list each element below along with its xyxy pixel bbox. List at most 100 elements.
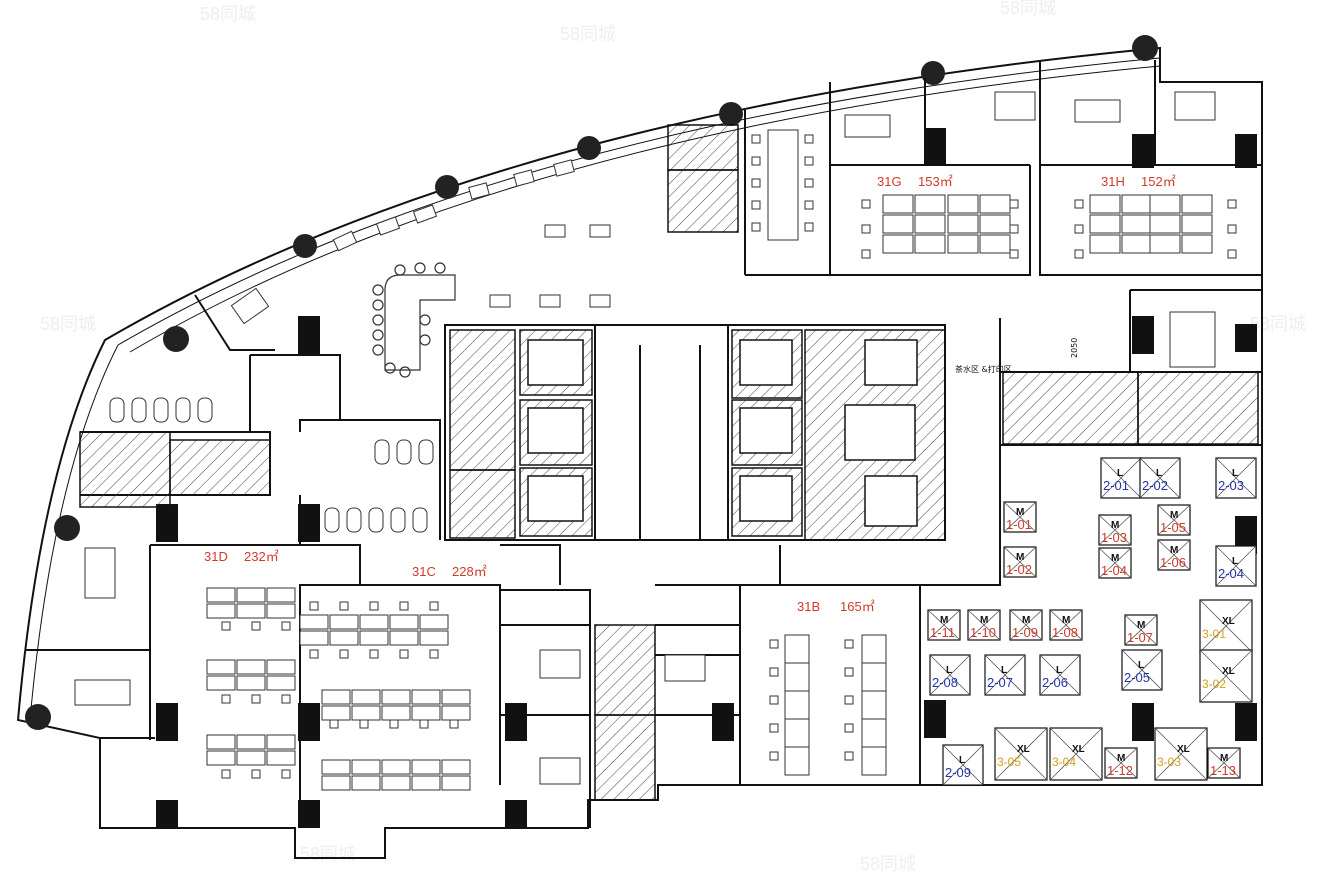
- chair: [369, 649, 379, 659]
- locker-code-label: 2-02: [1142, 478, 1168, 493]
- storage-locker: XL3-04: [1049, 727, 1103, 781]
- locker-size-label: M: [1016, 552, 1024, 563]
- unit-31h-area: 152㎡: [1141, 174, 1176, 189]
- chair: [804, 200, 814, 210]
- desk: [947, 234, 979, 254]
- desk: [882, 214, 914, 234]
- desk: [441, 689, 471, 705]
- storage-locker: L2-01: [1100, 457, 1142, 499]
- desk: [206, 750, 236, 766]
- desk: [266, 734, 296, 750]
- storage-locker: L2-09: [942, 744, 984, 786]
- storage-locker: M1-01: [1003, 501, 1037, 533]
- desk: [321, 759, 351, 775]
- locker-size-label: M: [980, 615, 988, 626]
- storage-locker: L2-07: [984, 654, 1026, 696]
- unit-31d-area: 232㎡: [244, 549, 279, 564]
- locker-size-label: M: [1117, 753, 1125, 764]
- locker-size-label: L: [1056, 665, 1062, 676]
- svg-text:58同城: 58同城: [1250, 314, 1306, 334]
- locker-code-label: 2-03: [1218, 478, 1244, 493]
- chair: [251, 769, 261, 779]
- chair: [804, 134, 814, 144]
- storage-locker: XL3-03: [1154, 727, 1208, 781]
- svg-text:58同城: 58同城: [1000, 0, 1056, 18]
- chair: [399, 601, 409, 611]
- storage-locker: XL3-01: [1199, 599, 1253, 653]
- chair: [769, 639, 779, 649]
- desk: [861, 690, 887, 720]
- desk: [329, 630, 359, 646]
- locker-code-label: 1-08: [1052, 625, 1078, 640]
- desk: [236, 734, 266, 750]
- desk: [266, 603, 296, 619]
- chair: [399, 649, 409, 659]
- locker-code-label: 2-08: [932, 675, 958, 690]
- storage-locker: L2-02: [1139, 457, 1181, 499]
- locker-size-label: M: [1170, 510, 1178, 521]
- storage-locker: M1-08: [1049, 609, 1083, 641]
- desk: [1089, 214, 1121, 234]
- desk: [861, 718, 887, 748]
- desk: [1181, 194, 1213, 214]
- chair: [449, 719, 459, 729]
- desk: [351, 775, 381, 791]
- locker-size-label: M: [1111, 553, 1119, 564]
- desk: [381, 759, 411, 775]
- chair: [1009, 249, 1019, 259]
- unit-31c-area: 228㎡: [452, 564, 487, 579]
- desk: [236, 750, 266, 766]
- facade-columns: [25, 35, 1158, 730]
- locker-code-label: 3-01: [1202, 627, 1226, 641]
- storage-locker: M1-05: [1157, 504, 1191, 536]
- svg-text:58同城: 58同城: [300, 844, 356, 864]
- chair: [1074, 199, 1084, 209]
- storage-locker: L2-03: [1215, 457, 1257, 499]
- desk: [441, 775, 471, 791]
- chair: [359, 719, 369, 729]
- locker-size-label: M: [1111, 520, 1119, 531]
- chair: [751, 178, 761, 188]
- unit-31g-id: 31G: [877, 174, 902, 189]
- svg-text:58同城: 58同城: [40, 314, 96, 334]
- locker-size-label: L: [1138, 660, 1144, 671]
- storage-locker: L2-04: [1215, 545, 1257, 587]
- desk: [914, 194, 946, 214]
- desk: [784, 662, 810, 692]
- desk: [351, 759, 381, 775]
- chair: [221, 769, 231, 779]
- desk: [266, 675, 296, 691]
- locker-code-label: 2-06: [1042, 675, 1068, 690]
- desk: [1121, 194, 1153, 214]
- locker-code-label: 3-04: [1052, 755, 1076, 769]
- locker-code-label: 2-01: [1103, 478, 1129, 493]
- locker-code-label: 3-05: [997, 755, 1021, 769]
- toilet-fixtures: [109, 397, 434, 533]
- unit-31h-id: 31H: [1101, 174, 1125, 189]
- locker-size-label: L: [1232, 556, 1238, 567]
- chair: [751, 156, 761, 166]
- chair: [221, 694, 231, 704]
- chair: [844, 751, 854, 761]
- desk: [411, 759, 441, 775]
- desk: [979, 194, 1011, 214]
- storage-locker: M1-02: [1003, 546, 1037, 578]
- locker-code-label: 1-06: [1160, 555, 1186, 570]
- locker-size-label: XL: [1177, 744, 1190, 755]
- desk: [321, 775, 351, 791]
- desk: [351, 705, 381, 721]
- desk: [329, 614, 359, 630]
- unit-31c-id: 31C: [412, 564, 436, 579]
- chair: [844, 695, 854, 705]
- locker-code-label: 3-02: [1202, 677, 1226, 691]
- chair: [861, 249, 871, 259]
- storage-locker: M1-03: [1098, 514, 1132, 546]
- chair: [329, 719, 339, 729]
- chair: [804, 156, 814, 166]
- desk-grids: [206, 134, 1237, 791]
- chair: [1009, 199, 1019, 209]
- storage-locker: XL3-05: [994, 727, 1048, 781]
- desk: [979, 234, 1011, 254]
- storage-locker: M1-09: [1009, 609, 1043, 641]
- desk: [947, 214, 979, 234]
